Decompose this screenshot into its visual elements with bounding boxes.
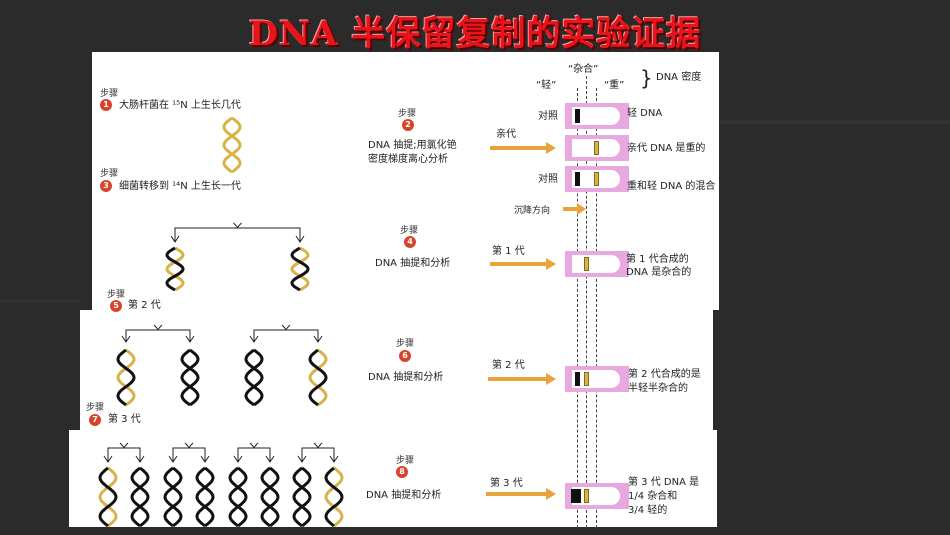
dna-strand xyxy=(165,468,181,526)
band-light-thick xyxy=(571,489,581,503)
dna-strand xyxy=(294,468,310,526)
dna-strand xyxy=(292,248,308,290)
process-arrow-shaft xyxy=(488,377,548,381)
process-arrow-shaft xyxy=(490,262,548,266)
process-arrow-head xyxy=(546,373,556,385)
branch-brace xyxy=(250,443,258,448)
band-hybrid xyxy=(584,489,589,503)
dna-strand xyxy=(197,468,213,526)
branch-brace xyxy=(314,443,322,448)
dna-strand xyxy=(230,468,246,526)
dna-strand xyxy=(167,248,183,290)
process-arrow-shaft xyxy=(490,146,548,150)
sedimentation-arrow-head xyxy=(577,203,586,215)
dna-strand xyxy=(310,350,326,405)
dna-strand xyxy=(326,468,342,526)
dna-strand xyxy=(132,468,148,526)
dna-strand xyxy=(118,350,134,405)
branch-brace xyxy=(120,443,128,448)
dna-strand xyxy=(197,468,213,526)
branch-line xyxy=(126,330,190,342)
dna-strand xyxy=(262,468,278,526)
branch-line xyxy=(108,448,140,462)
dna-strand xyxy=(100,468,116,526)
dna-strand xyxy=(167,248,183,290)
dna-strand xyxy=(310,350,326,405)
dna-strand xyxy=(100,468,116,526)
dna-strand xyxy=(182,350,198,405)
branch-line xyxy=(173,448,205,462)
branch-line xyxy=(302,448,334,462)
band-heavy xyxy=(594,172,599,186)
dna-strand xyxy=(132,468,148,526)
band-light xyxy=(575,372,580,386)
dna-strand xyxy=(224,118,240,172)
branch-brace xyxy=(154,325,162,330)
process-arrow-head xyxy=(546,488,556,500)
dna-strand xyxy=(326,468,342,526)
branch-brace xyxy=(185,443,193,448)
branch-brace xyxy=(234,223,242,228)
process-arrow-head xyxy=(546,258,556,270)
process-arrow-head xyxy=(546,142,556,154)
branch-line xyxy=(254,330,318,342)
dna-strand xyxy=(118,350,134,405)
process-arrow-shaft xyxy=(486,492,548,496)
branch-brace xyxy=(282,325,290,330)
dna-strand xyxy=(294,468,310,526)
sedimentation-arrow-shaft xyxy=(563,207,579,211)
band-light xyxy=(575,172,580,186)
dna-strand xyxy=(230,468,246,526)
dna-strand xyxy=(292,248,308,290)
dna-strand xyxy=(246,350,262,405)
dna-strand xyxy=(224,118,240,172)
branch-line xyxy=(175,228,300,242)
band-hybrid xyxy=(584,257,589,271)
dna-strand xyxy=(246,350,262,405)
dna-strand xyxy=(262,468,278,526)
dna-strand xyxy=(165,468,181,526)
band-hybrid xyxy=(584,372,589,386)
band-light xyxy=(575,109,580,123)
band-heavy xyxy=(594,141,599,155)
branch-line xyxy=(238,448,270,462)
dna-strand xyxy=(182,350,198,405)
